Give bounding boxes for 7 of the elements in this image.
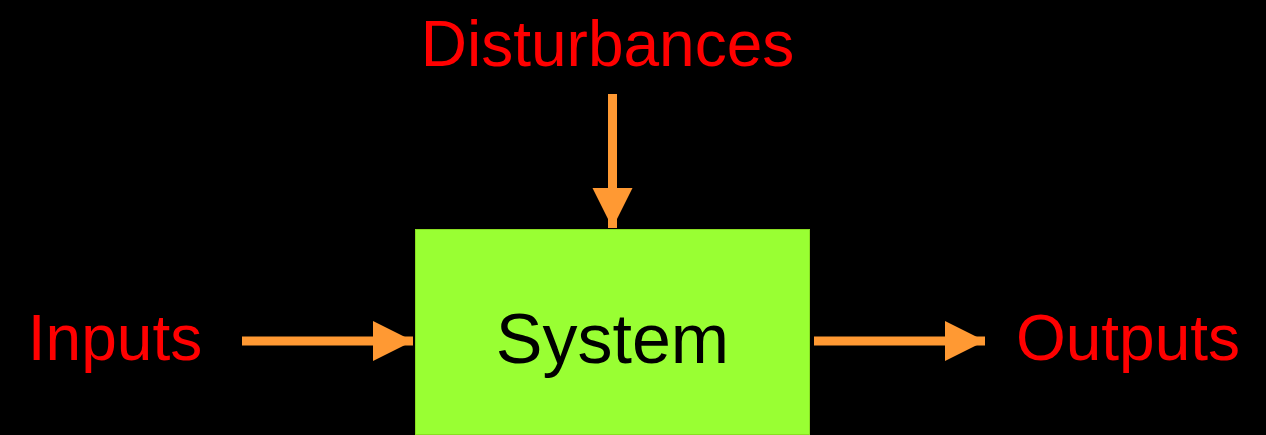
signal-label: Inputs	[10, 302, 220, 374]
signal-label: Disturbances	[385, 8, 830, 80]
arrow	[242, 320, 413, 362]
arrow	[814, 320, 985, 362]
system-block: System	[415, 229, 810, 435]
signal-label: Outputs	[993, 302, 1263, 374]
arrow	[592, 94, 633, 228]
